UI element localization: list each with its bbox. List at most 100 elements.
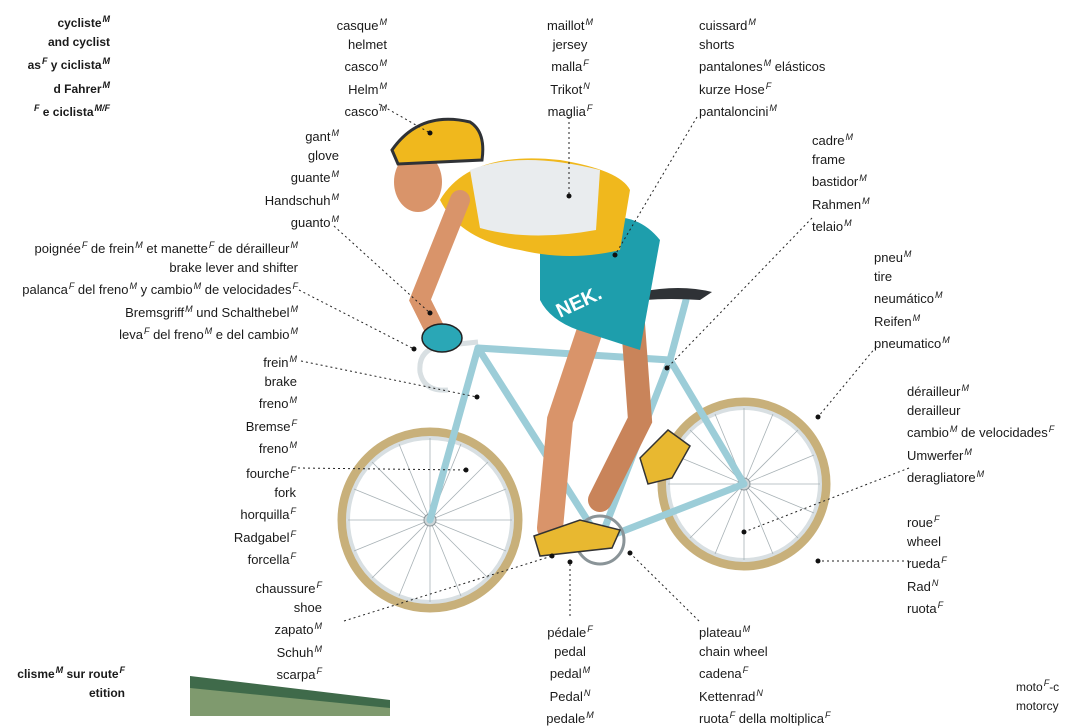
tire-label: pneuMtireneumáticoMReifenMpneumaticoM xyxy=(874,245,950,353)
term-text: Bremsgriff xyxy=(125,305,184,320)
term-text: y ciclista xyxy=(47,58,101,72)
term-text: elásticos xyxy=(771,59,825,74)
helmet-label: casqueMhelmetcascoMHelmMcascoM xyxy=(337,13,387,121)
term-text: ruota xyxy=(699,711,729,726)
term-text: guanto xyxy=(291,215,331,230)
shoe-line: shoe xyxy=(256,598,322,617)
shoe-line: SchuhM xyxy=(256,640,322,662)
fork-line: fork xyxy=(234,483,296,502)
gender-marker: M xyxy=(586,17,594,27)
gender-marker: M xyxy=(130,281,138,291)
term-text: Handschuh xyxy=(265,193,331,208)
jersey-line: maillotM xyxy=(520,13,620,35)
term-text: cadre xyxy=(812,133,845,148)
brake-lever-label: poignéeF de freinM et manetteF de dérail… xyxy=(22,236,298,344)
wheel-line: wheel xyxy=(907,532,947,551)
term-text: jersey xyxy=(553,37,588,52)
term-text: Bremse xyxy=(246,419,291,434)
gender-marker: M xyxy=(291,304,299,314)
term-text: bastidor xyxy=(812,174,858,189)
term-text: cycliste xyxy=(57,16,101,30)
helmet-line: cascoM xyxy=(337,54,387,76)
gender-marker: M xyxy=(764,58,772,68)
fork-label: fourcheFforkhorquillaFRadgabelFforcellaF xyxy=(234,461,296,569)
frame-line: bastidorM xyxy=(812,169,870,191)
term-text: cuissard xyxy=(699,18,747,33)
pedal-label: pédaleFpedalpedalMPedalNpedaleM xyxy=(520,620,620,728)
term-text: cadena xyxy=(699,666,742,681)
gender-marker: M xyxy=(961,383,969,393)
gender-marker: M xyxy=(380,103,388,113)
derailleur-line: dérailleurM xyxy=(907,379,1054,401)
gender-marker: F xyxy=(587,103,593,113)
gender-marker: F xyxy=(291,465,297,475)
glove-line: glove xyxy=(265,146,339,165)
term-text: horquilla xyxy=(240,507,289,522)
frame-line: frame xyxy=(812,150,870,169)
term-text: malla xyxy=(551,59,582,74)
gender-marker: M xyxy=(859,173,867,183)
gender-marker: M xyxy=(586,710,594,720)
brake-line: BremseF xyxy=(246,414,297,436)
term-text: Schuh xyxy=(277,645,314,660)
term-text: plateau xyxy=(699,625,742,640)
shorts-line: pantalonciniM xyxy=(699,99,825,121)
chain-wheel-line: cadenaF xyxy=(699,661,831,683)
term-text: Rahmen xyxy=(812,197,861,212)
gender-marker: M xyxy=(332,128,340,138)
gender-marker: M xyxy=(103,56,111,66)
brake-line: frenoM xyxy=(246,391,297,413)
term-text: deragliatore xyxy=(907,470,976,485)
gender-marker: F xyxy=(120,665,126,675)
term-text: rueda xyxy=(907,556,940,571)
term-text: -c xyxy=(1049,680,1059,694)
gender-marker: F xyxy=(583,58,589,68)
gender-marker: M xyxy=(904,249,912,259)
shoe-label: chaussureFshoezapatoMSchuhMscarpaF xyxy=(256,576,322,684)
brake-lever-line: levaF del frenoM e del cambioM xyxy=(22,322,298,344)
term-text: forcella xyxy=(248,552,290,567)
term-text: pedal xyxy=(550,666,582,681)
top-title-line: cyclisteM xyxy=(28,10,110,33)
shoe-line: chaussureF xyxy=(256,576,322,598)
gender-marker: M xyxy=(291,326,299,336)
pedal-line: pedaleM xyxy=(520,706,620,728)
term-text: Umwerfer xyxy=(907,448,963,463)
frame-line: RahmenM xyxy=(812,192,870,214)
term-text: gant xyxy=(305,129,330,144)
shorts-line: shorts xyxy=(699,35,825,54)
term-text: Rad xyxy=(907,579,931,594)
term-text: pneumatico xyxy=(874,336,941,351)
brake-lever-line: brake lever and shifter xyxy=(22,258,298,277)
term-text: kurze Hose xyxy=(699,82,765,97)
gender-marker: M xyxy=(291,240,299,250)
gender-marker: M xyxy=(844,218,852,228)
frame-line: telaioM xyxy=(812,214,870,236)
term-text: casco xyxy=(345,59,379,74)
term-text: brake lever and shifter xyxy=(169,260,298,275)
frame-label: cadreMframebastidorMRahmenMtelaioM xyxy=(812,128,870,236)
shoe-line: scarpaF xyxy=(256,662,322,684)
term-text: pédale xyxy=(547,625,586,640)
gender-marker: N xyxy=(583,81,590,91)
term-text: freno xyxy=(259,441,289,456)
top-title-line: d FahrerM xyxy=(28,76,110,99)
term-text: shoe xyxy=(294,600,322,615)
gender-marker: M xyxy=(942,335,950,345)
gender-marker: M xyxy=(583,665,591,675)
shorts-line: pantalonesM elásticos xyxy=(699,54,825,76)
helmet-line: helmet xyxy=(337,35,387,54)
gender-marker: F xyxy=(317,666,323,676)
term-text: de frein xyxy=(87,241,134,256)
term-text: freno xyxy=(259,396,289,411)
term-text: maillot xyxy=(547,18,585,33)
gender-marker: M xyxy=(185,304,193,314)
gender-marker: N xyxy=(932,578,939,588)
term-text: maglia xyxy=(548,104,586,119)
term-text: della moltiplica xyxy=(735,711,824,726)
moto-line: motorcy xyxy=(1016,697,1059,716)
jersey-line: TrikotN xyxy=(520,77,620,99)
derailleur-line: deragliatoreM xyxy=(907,465,1054,487)
